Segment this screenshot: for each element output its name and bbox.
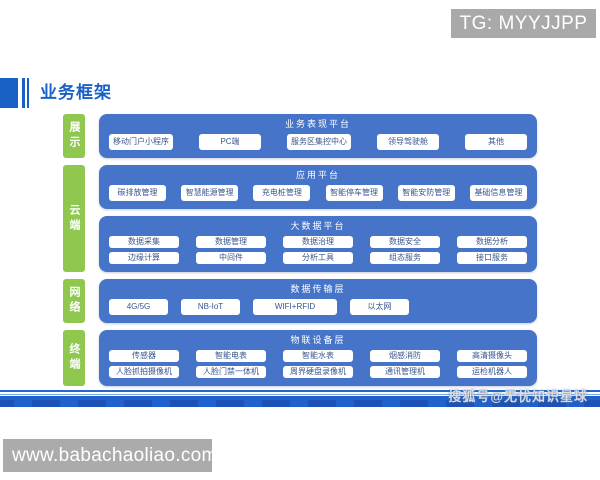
title-accent-line <box>26 78 29 108</box>
panel-box-row: 人脸抓拍摄像机 人脸门禁一体机 周界硬盘录像机 通讯管理机 运检机器人 <box>109 366 527 378</box>
diagram-box: 通讯管理机 <box>370 366 440 378</box>
panel-title: 业务表现平台 <box>284 119 351 129</box>
watermark-bottom-right: 搜狐号@无忧知识星球 <box>448 389 588 404</box>
diagram-box: 碳排放管理 <box>109 185 166 201</box>
panel-title: 物联设备层 <box>290 335 346 345</box>
separator-thin-line <box>0 390 600 392</box>
panel-1-0: 应用平台碳排放管理智慧能源管理充电桩管理智能停车管理智能安防管理基础信息管理 <box>99 165 537 209</box>
panel-box-row: 4G/5G NB-IoT WIFI+RFID 以太网 <box>109 299 527 315</box>
panel-1-1: 大数据平台数据采集 数据管理 数据治理 数据安全 数据分析边缘计算 中间件 分析工具 组态服务… <box>99 216 537 272</box>
diagram-box: 其他 <box>465 134 527 150</box>
panel-3-0: 物联设备层传感器 智能电表 智能水表 烟感消防 高清摄像头人脸抓拍摄像机 人脸门禁一体机 周… <box>99 330 537 386</box>
separator-light-line <box>0 394 600 395</box>
side-label-3: 终端 <box>63 330 85 386</box>
diagram-box: 4G/5G <box>109 299 168 315</box>
side-label-0: 展示 <box>63 114 85 158</box>
diagram-box: 领导驾驶舱 <box>377 134 439 150</box>
watermark-bottom-left: www.babachaoliao.com <box>3 439 217 472</box>
diagram-box: PC端 <box>199 134 261 150</box>
side-label-2: 网络 <box>63 279 85 323</box>
diagram-box: 智慧能源管理 <box>181 185 239 201</box>
diagram-box: 传感器 <box>109 350 179 362</box>
diagram-box: 边缘计算 <box>109 252 179 264</box>
diagram-box: 充电桩管理 <box>253 185 311 201</box>
diagram-box: 数据分析 <box>457 236 527 248</box>
diagram-box: 数据管理 <box>196 236 266 248</box>
diagram-box: 智能电表 <box>196 350 266 362</box>
diagram-box: 周界硬盘录像机 <box>283 366 353 378</box>
diagram-box: 以太网 <box>350 299 409 315</box>
panel-box-row: 传感器 智能电表 智能水表 烟感消防 高清摄像头 <box>109 350 527 362</box>
panel-title: 大数据平台 <box>290 221 346 231</box>
layer-row-1: 云端应用平台碳排放管理智慧能源管理充电桩管理智能停车管理智能安防管理基础信息管理… <box>63 165 537 272</box>
panel-title: 数据传输层 <box>290 284 346 294</box>
diagram-box: 高清摄像头 <box>457 350 527 362</box>
diagram-box: 智能安防管理 <box>397 185 455 201</box>
panel-box-row: 移动门户小程序 PC端 服务区集控中心 领导驾驶舱 其他 <box>109 134 527 150</box>
panel-column-0: 业务表现平台移动门户小程序 PC端 服务区集控中心 领导驾驶舱 其他 <box>99 114 537 158</box>
diagram-box: 数据采集 <box>109 236 179 248</box>
diagram-box: 分析工具 <box>283 252 353 264</box>
diagram-box: 数据治理 <box>283 236 353 248</box>
title-accent-square <box>0 78 18 108</box>
panel-title: 应用平台 <box>295 170 340 180</box>
bottom-separator <box>0 390 600 407</box>
diagram-box: 中间件 <box>196 252 266 264</box>
diagram-box: 人脸门禁一体机 <box>196 366 266 378</box>
panel-column-2: 数据传输层 4G/5G NB-IoT WIFI+RFID 以太网 <box>99 279 537 323</box>
panel-2-0: 数据传输层 4G/5G NB-IoT WIFI+RFID 以太网 <box>99 279 537 323</box>
layer-row-3: 终端 物联设备层传感器 智能电表 智能水表 烟感消防 高清摄像头人脸抓拍摄像机 人脸门禁一体… <box>63 330 537 386</box>
diagram-box: 数据安全 <box>370 236 440 248</box>
diagram-box: 组态服务 <box>370 252 440 264</box>
panel-column-3: 物联设备层传感器 智能电表 智能水表 烟感消防 高清摄像头人脸抓拍摄像机 人脸门禁一体机 周… <box>99 330 537 386</box>
panel-box-row: 数据采集 数据管理 数据治理 数据安全 数据分析 <box>109 236 527 248</box>
layer-row-2: 网络 数据传输层 4G/5G NB-IoT WIFI+RFID 以太网 <box>63 279 537 323</box>
diagram-box: 人脸抓拍摄像机 <box>109 366 179 378</box>
diagram-box: 基础信息管理 <box>469 185 527 201</box>
separator-bar <box>0 396 600 407</box>
diagram-box: 烟感消防 <box>370 350 440 362</box>
title-accent-line <box>22 78 25 108</box>
title-accent-lines <box>22 78 29 108</box>
panel-box-row: 边缘计算 中间件 分析工具 组态服务 接口服务 <box>109 252 527 264</box>
diagram-box: 移动门户小程序 <box>109 134 173 150</box>
watermark-top-right: TG: MYYJJPP <box>451 9 596 38</box>
diagram-box: 运检机器人 <box>457 366 527 378</box>
diagram-box: 智能水表 <box>283 350 353 362</box>
panel-column-1: 应用平台碳排放管理智慧能源管理充电桩管理智能停车管理智能安防管理基础信息管理大数… <box>99 165 537 272</box>
diagram-box: NB-IoT <box>181 299 240 315</box>
page-title: 业务框架 <box>40 83 112 102</box>
side-label-1: 云端 <box>63 165 85 272</box>
diagram-box: 服务区集控中心 <box>287 134 351 150</box>
panel-box-row: 碳排放管理智慧能源管理充电桩管理智能停车管理智能安防管理基础信息管理 <box>109 185 527 201</box>
layer-row-0: 展示 业务表现平台移动门户小程序 PC端 服务区集控中心 领导驾驶舱 其他 <box>63 114 537 158</box>
page-title-block: 业务框架 <box>0 78 112 108</box>
diagram-box: 接口服务 <box>457 252 527 264</box>
diagram-box: 智能停车管理 <box>325 185 383 201</box>
panel-0-0: 业务表现平台移动门户小程序 PC端 服务区集控中心 领导驾驶舱 其他 <box>99 114 537 158</box>
diagram-box: WIFI+RFID <box>253 299 337 315</box>
